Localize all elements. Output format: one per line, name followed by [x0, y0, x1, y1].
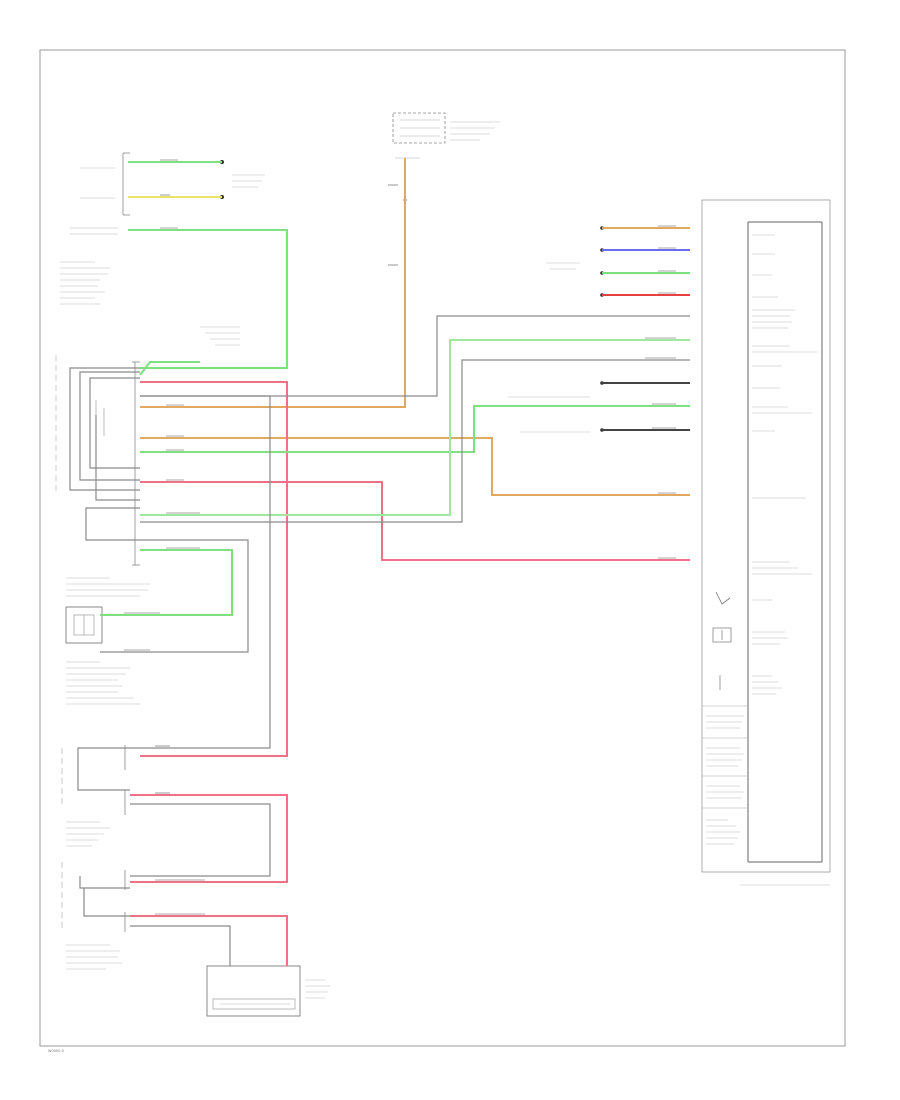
diagram-frame — [39, 49, 846, 1047]
current-sensor — [65, 606, 140, 705]
wire-pink — [140, 381, 288, 757]
switch-symbol — [715, 591, 731, 605]
wire-orange — [140, 158, 406, 408]
module-outer — [701, 199, 831, 873]
wire-gray — [95, 415, 140, 501]
wire-pink — [140, 481, 690, 561]
module-box — [206, 965, 301, 1017]
wires — [69, 158, 690, 966]
wire-gray — [79, 876, 130, 889]
wire-gray — [100, 539, 249, 653]
sensor-symbol — [712, 627, 732, 643]
left-description-block — [60, 261, 240, 346]
diagram-code: W0000-0 — [48, 1049, 64, 1053]
module-inner — [212, 998, 296, 1010]
wire-gray — [130, 925, 231, 966]
wire-pink — [130, 915, 288, 966]
top-fuse-block — [392, 112, 500, 202]
wire-gray — [85, 507, 140, 541]
right-terminals — [508, 226, 604, 433]
fuse-box — [392, 112, 446, 144]
wire-gray — [140, 315, 690, 397]
wire-gray — [77, 747, 140, 791]
main-left-connector — [55, 355, 150, 597]
wire-gray — [83, 888, 130, 917]
sensor-box — [65, 606, 103, 644]
top-left-connector — [70, 152, 265, 235]
wire-gray — [140, 395, 271, 749]
wire-green — [128, 229, 288, 369]
wire-green — [140, 405, 690, 453]
wire-orange — [140, 437, 690, 496]
wire-green — [100, 549, 233, 616]
right-module — [701, 199, 831, 886]
wire-gray — [140, 359, 690, 523]
wire-green — [140, 339, 690, 516]
bottom-module — [206, 965, 330, 1017]
lower-left-connectors — [61, 745, 126, 970]
wire-gray — [69, 367, 140, 491]
wire-gray — [89, 377, 140, 469]
wire-green — [139, 361, 200, 376]
wire-tags — [124, 159, 676, 915]
wire-gray — [130, 803, 271, 877]
wire-gray — [79, 371, 140, 481]
wire-pink — [130, 794, 288, 883]
